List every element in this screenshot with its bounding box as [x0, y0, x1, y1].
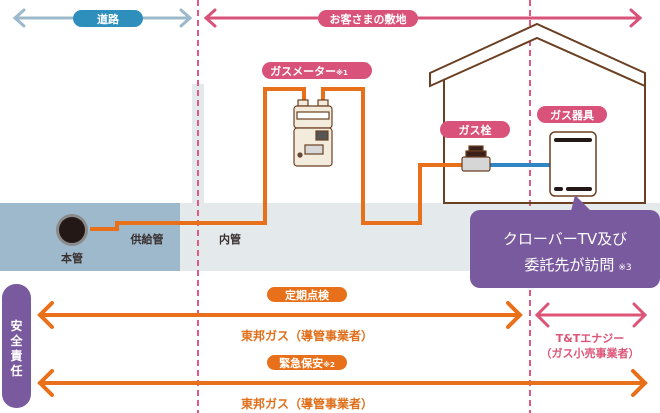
main-pipe-core — [59, 217, 85, 243]
premises-arrow — [203, 8, 643, 28]
bubble-note: ※3 — [618, 263, 631, 273]
emergency-label: 緊急保安※2 — [279, 356, 335, 370]
periodic-owner: 東邦ガス（導管事業者） — [241, 328, 373, 343]
gas-appliance-label: ガス器具 — [550, 108, 594, 122]
responsibility-char-3: 任 — [9, 363, 22, 378]
visit-bubble: クローバーTV及び 委託先が訪問※3 — [470, 195, 660, 288]
gas-appliance-label-pill — [537, 106, 607, 123]
responsibility-char-0: 安 — [10, 318, 22, 333]
retailer-line2: （ガス小売事業者） — [541, 346, 640, 360]
responsibility-char-2: 責 — [10, 348, 22, 363]
house-icon — [429, 22, 646, 204]
premises-label-pill — [318, 10, 418, 27]
emergency-label-pill — [267, 355, 347, 370]
supply-pipe-label: 供給管 — [130, 232, 164, 246]
gas-meter-label: ガスメーター※1 — [270, 64, 348, 78]
road-label-pill — [73, 10, 143, 27]
gas-meter-label-pill — [262, 62, 372, 79]
main-pipe-label: 本管 — [61, 251, 83, 265]
bubble-line2: 委託先が訪問※3 — [524, 256, 631, 274]
periodic-label-pill — [267, 287, 347, 302]
responsibility-char-1: 全 — [9, 333, 23, 348]
emergency-note: ※2 — [323, 360, 335, 369]
gas-appliance-icon — [549, 131, 597, 197]
retailer-line1: T&Tエナジー — [556, 332, 625, 345]
inner-pipe-label: 内管 — [219, 232, 241, 246]
road-ground — [0, 203, 180, 271]
premises-label: お客さまの敷地 — [330, 12, 407, 26]
emergency-owner: 東邦ガス（導管事業者） — [241, 396, 373, 411]
responsibility-side-pill — [2, 284, 31, 408]
gas-meter-note: ※1 — [336, 68, 348, 77]
periodic-label: 定期点検 — [285, 288, 330, 302]
road-label: 道路 — [97, 12, 120, 26]
bubble-line1: クローバーTV及び — [503, 230, 627, 248]
periodic-inspection-arrow — [37, 301, 523, 329]
retailer-arrow — [534, 302, 648, 328]
gas-cock-label: ガス栓 — [459, 123, 492, 137]
emergency-security-arrow — [37, 369, 648, 397]
gas-cock-label-pill — [440, 121, 510, 138]
gas-meter-icon — [293, 99, 333, 167]
gas-cock-icon — [461, 145, 491, 172]
gas-pipe — [90, 87, 462, 231]
